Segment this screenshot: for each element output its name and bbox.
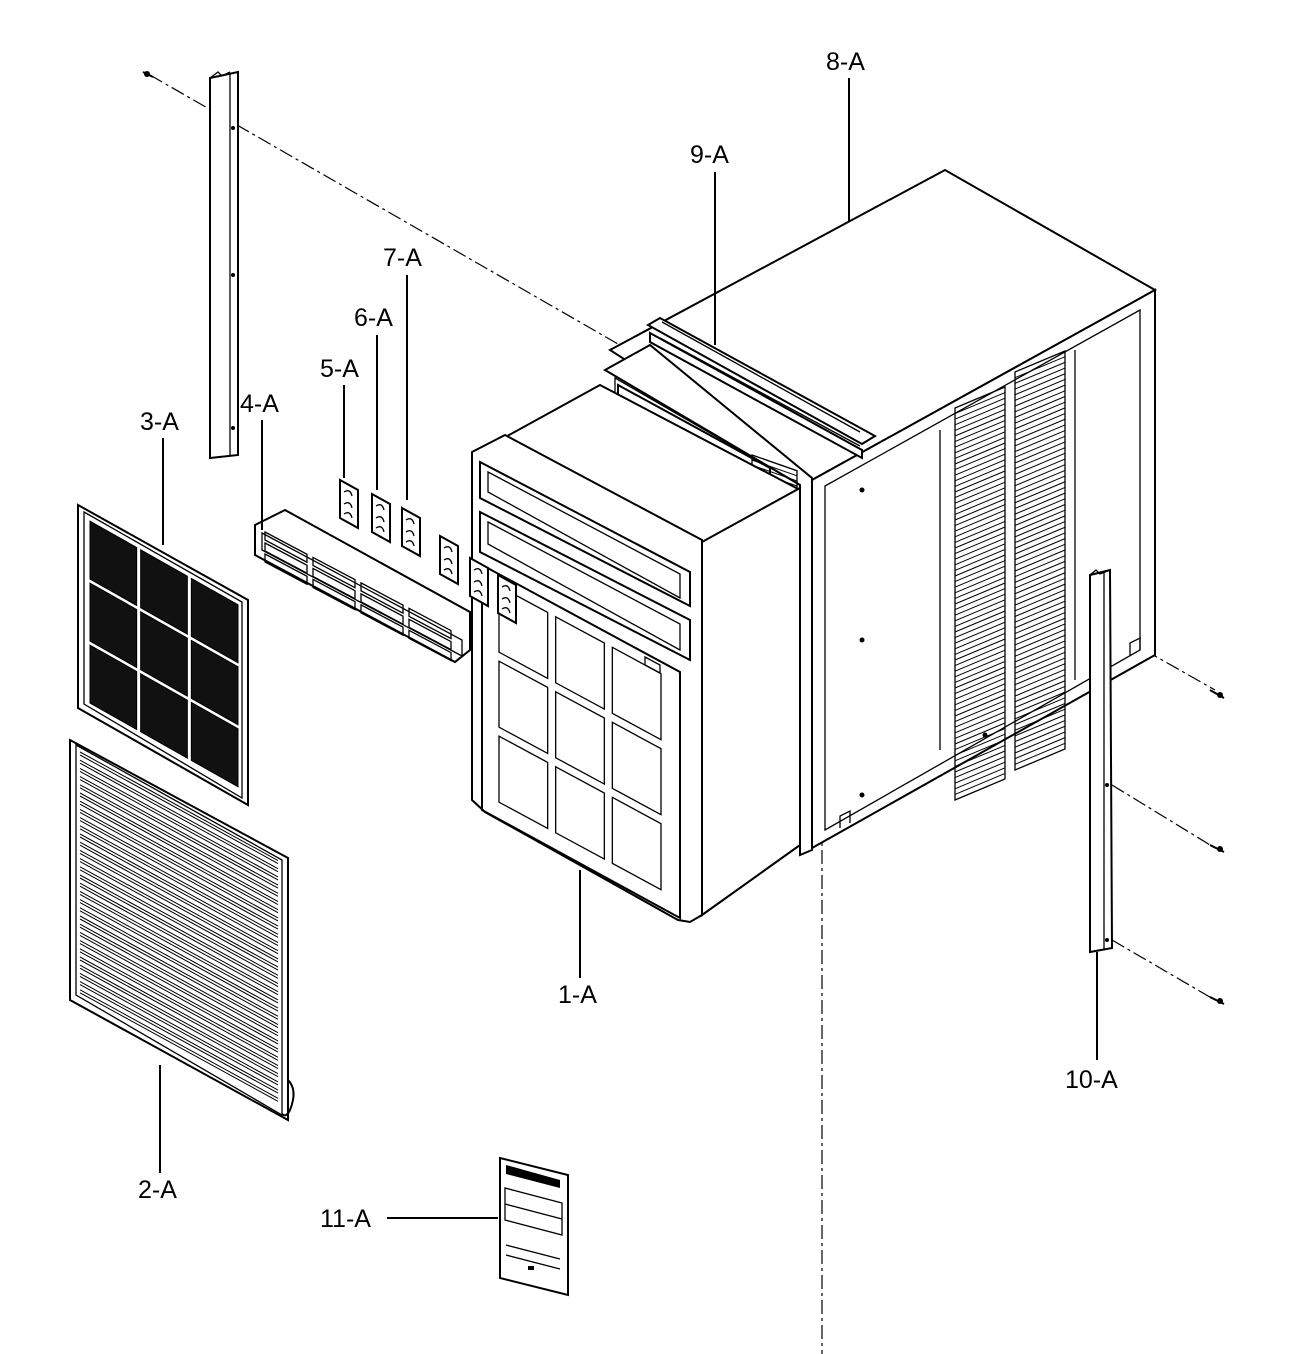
air-filter-3a	[77, 503, 249, 807]
louver-blades	[339, 478, 517, 625]
label-11a: 11-A	[320, 1205, 371, 1233]
filter-mesh-cells	[89, 520, 239, 788]
side-rail-10a	[1089, 568, 1114, 954]
rating-label-11a	[499, 1156, 569, 1297]
label-9a: 9-A	[690, 141, 729, 169]
louver-blade-icon	[401, 506, 421, 558]
louver-blade-icon	[339, 478, 359, 530]
side-louver-vent	[954, 386, 1006, 801]
louver-blade-icon	[439, 534, 459, 586]
screw-icon	[1209, 689, 1225, 699]
screws	[142, 71, 1225, 1005]
assembly-line-rail-screw-bottom	[1111, 939, 1216, 1001]
part-labels: 8-A 9-A 7-A 6-A 5-A 4-A 3-A 2-A 1-A 10-A…	[138, 48, 1118, 1233]
label-1a: 1-A	[558, 981, 597, 1009]
front-grille-2a	[69, 738, 295, 1122]
front-grid-openings	[498, 585, 662, 891]
screw-icon	[1209, 996, 1225, 1005]
front-panel-1a	[471, 383, 801, 924]
louver-slots	[264, 530, 452, 662]
screw-icon	[1209, 844, 1225, 853]
label-5a: 5-A	[320, 355, 359, 383]
louver-blade-icon	[371, 492, 391, 544]
discharge-louver-4a	[254, 508, 471, 664]
seal-strip-9a	[645, 316, 877, 460]
label-3a: 3-A	[140, 408, 179, 436]
leader-lines	[159, 78, 1098, 1219]
label-6a: 6-A	[354, 304, 393, 332]
label-4a: 4-A	[240, 390, 279, 418]
label-8a: 8-A	[826, 48, 865, 76]
left-upright-rail	[209, 70, 239, 460]
side-louver-vent	[1014, 350, 1066, 771]
grille-slats	[79, 751, 279, 1102]
louver-blade-icon	[497, 573, 517, 625]
louver-blade-icon	[469, 556, 489, 608]
assembly-line-left-screw	[149, 74, 626, 349]
label-10a: 10-A	[1065, 1066, 1118, 1094]
label-7a: 7-A	[383, 244, 422, 272]
assembly-line-rail-screw-mid	[1111, 784, 1216, 849]
screw-icon	[142, 71, 154, 78]
label-2a: 2-A	[138, 1176, 177, 1204]
